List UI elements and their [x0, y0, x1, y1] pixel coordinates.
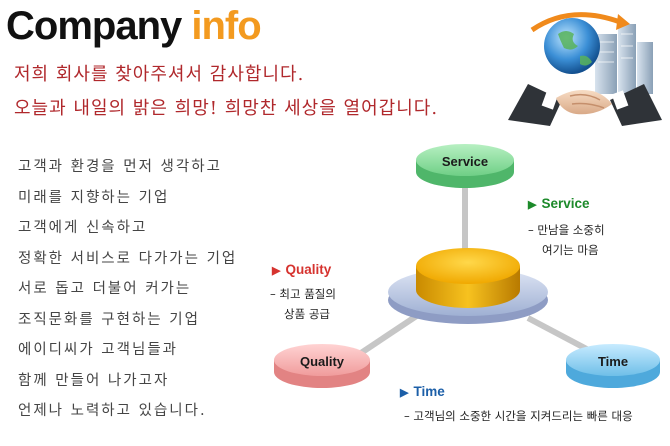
quality-service-time-diagram: Service Quality Time — [274, 144, 660, 388]
list-item: 서로 돕고 더불어 커가는 — [18, 281, 192, 297]
quality-node-label: Quality — [300, 354, 345, 369]
list-item: 에이디씨가 고객님들과 — [18, 342, 179, 358]
quality-label: ▶ Quality — [272, 262, 331, 277]
time-desc: – 고객님의 소중한 시간을 지켜드리는 빠른 대응 — [404, 409, 633, 423]
service-node-label: Service — [442, 154, 488, 169]
page-title: Company info — [6, 2, 262, 50]
quality-label-text: Quality — [285, 262, 332, 277]
service-desc-line: – 만남을 소중히 — [528, 223, 605, 237]
list-item: 함께 만들어 나가고자 — [18, 372, 170, 389]
service-desc: – 만남을 소중히 여기는 마음 — [528, 220, 605, 260]
triangle-right-icon: ▶ — [400, 387, 409, 399]
time-label: ▶ Time — [400, 384, 445, 399]
greeting-line-1: 저희 회사를 찾아주셔서 감사합니다. — [14, 64, 305, 85]
values-list: 고객과 환경을 먼저 생각하고 미래를 지향하는 기업 고객에게 신속하고 정확… — [18, 152, 273, 427]
service-desc-line: 여기는 마음 — [542, 243, 599, 257]
triangle-right-icon: ▶ — [528, 199, 537, 211]
list-item: 미래를 지향하는 기업 — [18, 189, 170, 206]
time-label-text: Time — [413, 384, 445, 399]
list-item: 고객과 환경을 먼저 생각하고 — [18, 159, 222, 175]
quality-desc: – 최고 품질의 상품 공급 — [270, 284, 336, 324]
title-company: Company — [6, 4, 182, 48]
service-label: ▶ Service — [528, 196, 590, 211]
handshake-globe-icon — [508, 12, 662, 126]
title-info: info — [191, 4, 261, 48]
quality-desc-line: 상품 공급 — [284, 307, 330, 321]
time-node-label: Time — [598, 354, 628, 369]
quality-desc-line: – 최고 품질의 — [270, 287, 336, 301]
list-item: 정확한 서비스로 다가가는 기업 — [18, 250, 238, 267]
greeting-line-2: 오늘과 내일의 밝은 희망! 희망찬 세상을 열어갑니다. — [14, 98, 439, 119]
list-item: 조직문화를 구현하는 기업 — [18, 311, 200, 328]
service-label-text: Service — [541, 196, 590, 211]
list-item: 고객에게 신속하고 — [18, 220, 148, 236]
triangle-right-icon: ▶ — [272, 265, 281, 277]
list-item: 언제나 노력하고 있습니다. — [18, 403, 207, 419]
